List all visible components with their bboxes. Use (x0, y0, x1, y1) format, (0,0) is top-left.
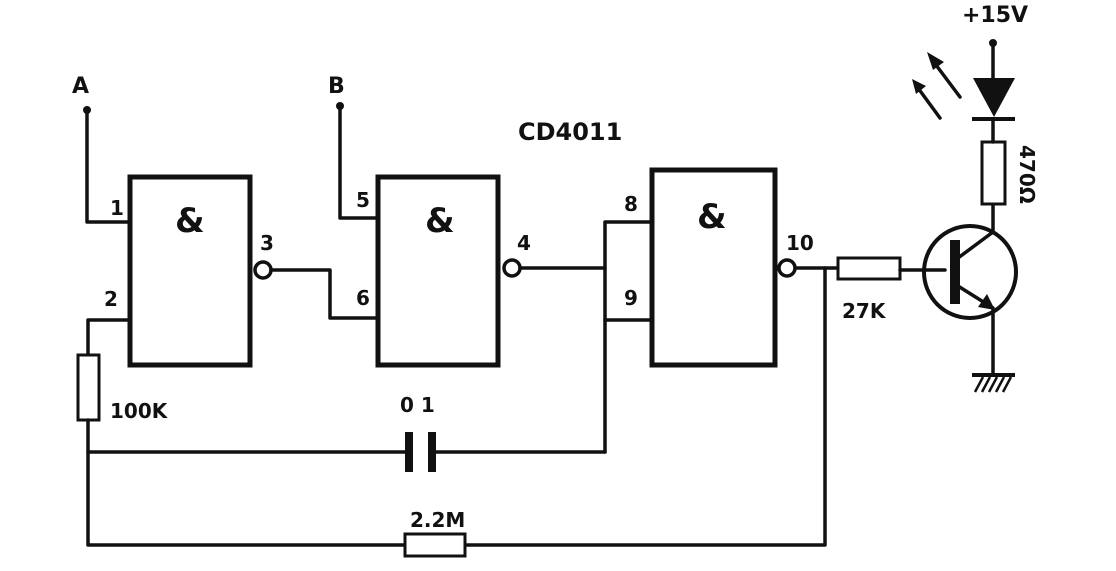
gate-2-inverter-bubble (502, 258, 522, 278)
nand-gate-2 (375, 174, 501, 368)
nand-gate-1 (127, 174, 253, 368)
ground-hatch-icon (973, 376, 1013, 393)
gate-3-symbol: & (697, 197, 727, 237)
nand-gate-3 (649, 167, 778, 368)
pin-5-label: 5 (356, 188, 370, 212)
capacitor-plate-right (428, 432, 436, 472)
supply-voltage-label: +15V (962, 3, 1028, 28)
pin-8-label: 8 (624, 192, 638, 216)
pin-3-label: 3 (260, 231, 274, 255)
resistor-100k (76, 353, 101, 422)
wire-a-to-pin1 (85, 108, 132, 224)
wire-feedback-right (463, 266, 827, 547)
gate-1-symbol: & (175, 201, 205, 241)
gate-3-inverter-bubble (777, 258, 797, 278)
resistor-470-label: 470Ω (1015, 145, 1039, 204)
ic-label: CD4011 (518, 118, 622, 146)
pin-1-label: 1 (110, 196, 124, 220)
capacitor-plate-left (405, 432, 413, 472)
gate-1-inverter-bubble (253, 260, 273, 280)
resistor-27k-label: 27K (842, 299, 887, 323)
gate-2-symbol: & (425, 201, 455, 241)
input-a-label: A (72, 74, 89, 99)
resistor-27k (836, 256, 902, 281)
pin-10-label: 10 (786, 231, 814, 255)
supply-terminal (989, 39, 997, 47)
led-icon (973, 78, 1015, 117)
pin-6-label: 6 (356, 286, 370, 310)
transistor-base-bar (950, 240, 960, 304)
resistor-470 (980, 140, 1007, 206)
wire-b-to-pin5 (338, 104, 380, 220)
resistor-2m2-label: 2.2M (410, 508, 465, 532)
wire-pin2 (86, 318, 132, 357)
transistor-collector (956, 203, 995, 260)
pin-4-label: 4 (517, 231, 531, 255)
capacitor-label: 0 1 (400, 393, 435, 417)
pin-2-label: 2 (104, 287, 118, 311)
resistor-2m2 (403, 532, 467, 558)
wire-feedback-left (86, 418, 407, 547)
emitter-arrow-icon (978, 294, 995, 310)
npn-transistor (922, 224, 1018, 320)
resistor-100k-label: 100K (110, 399, 169, 423)
light-emission-arrows-icon (912, 52, 962, 120)
wire-pin8-pin9-bus (603, 220, 654, 454)
pin-9-label: 9 (624, 286, 638, 310)
wire-pin3-to-pin6 (269, 268, 380, 320)
input-b-label: B (328, 74, 345, 99)
